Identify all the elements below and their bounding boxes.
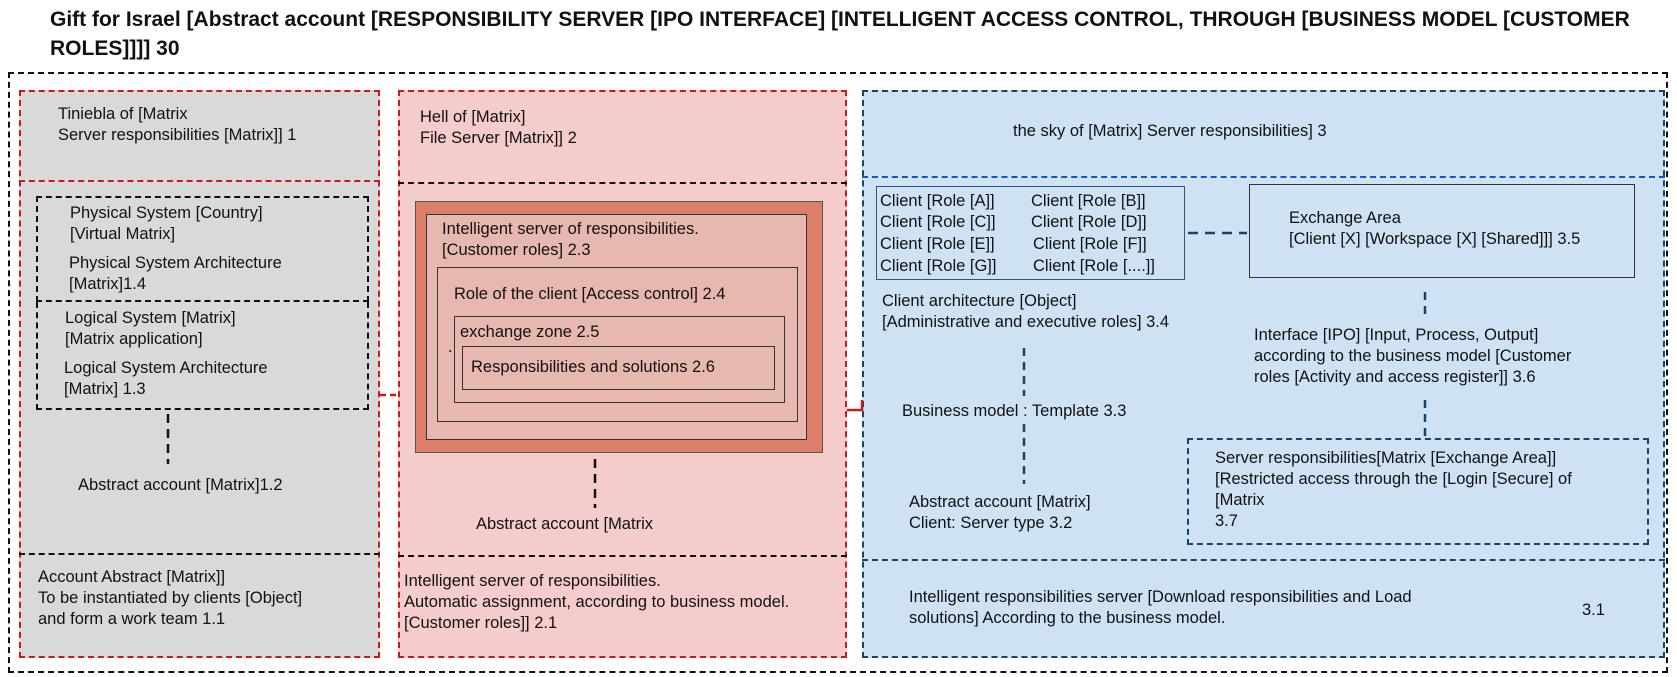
pink-header-divider: [398, 182, 847, 184]
roles-left-2: Client [Role [E]]: [880, 235, 995, 253]
roles-right-2: Client [Role [F]]: [1033, 235, 1147, 253]
roles-right-3: Client [Role [....]]: [1033, 257, 1155, 275]
gray-header-text: Tiniebla of [Matrix Server responsibilit…: [58, 105, 297, 144]
gray-footer-divider: [19, 553, 380, 555]
blue-footer-divider: [862, 559, 1665, 561]
business-model-text: Business model : Template 3.3: [902, 402, 1127, 420]
logical-system-text: Logical System [Matrix] [Matrix applicat…: [65, 309, 236, 348]
roles-right-0: Client [Role [B]]: [1031, 192, 1146, 210]
exchange-zone-text: exchange zone 2.5: [460, 323, 600, 341]
pink-header-text: Hell of [Matrix] File Server [Matrix]] 2: [420, 108, 577, 147]
blue-header-divider: [862, 176, 1665, 178]
client-role-text: Role of the client [Access control] 2.4: [454, 285, 726, 303]
gray-abstract-account: Abstract account [Matrix]1.2: [78, 476, 283, 494]
blue-header-text: the sky of [Matrix] Server responsibilit…: [1013, 122, 1327, 140]
physical-architecture-text: Physical System Architecture [Matrix]1.4: [69, 254, 282, 293]
logical-architecture-text: Logical System Architecture [Matrix] 1.3: [64, 359, 268, 398]
exchange-area-text: Exchange Area [Client [X] [Workspace [X]…: [1289, 209, 1581, 248]
physical-system-box: [36, 196, 369, 302]
gray-panel: [19, 90, 380, 658]
exchange-zone-dot: .: [448, 338, 453, 356]
blue-footer-number: 3.1: [1582, 601, 1605, 619]
responsibilities-text: Responsibilities and solutions 2.6: [471, 358, 715, 376]
roles-left-1: Client [Role [C]]: [880, 213, 996, 231]
physical-system-text: Physical System [Country] [Virtual Matri…: [70, 204, 263, 243]
blue-abstract-account: Abstract account [Matrix] Client: Server…: [909, 493, 1091, 532]
outer-frame: [8, 72, 1668, 673]
roles-right-1: Client [Role [D]]: [1031, 213, 1147, 231]
exchange-zone-box: [454, 316, 785, 403]
roles-left-3: Client [Role [G]]: [880, 257, 997, 275]
server-responsibilities-text: Server responsibilities[Matrix [Exchange…: [1215, 449, 1572, 530]
logical-system-box: [36, 302, 369, 410]
blue-footer-text: Intelligent responsibilities server [Dow…: [909, 588, 1412, 627]
gray-footer-text: Account Abstract [Matrix]] To be instant…: [38, 568, 303, 628]
interface-text: Interface [IPO] [Input, Process, Output]…: [1254, 326, 1572, 386]
client-architecture-text: Client architecture [Object] [Administra…: [882, 292, 1170, 331]
diagram-title: Gift for Israel [Abstract account [RESPO…: [50, 8, 1630, 60]
client-role-box: [437, 267, 798, 422]
server-responsibilities-box: [1187, 438, 1649, 545]
pink-abstract-account: Abstract account [Matrix: [476, 515, 653, 533]
exchange-area-box: [1249, 184, 1635, 278]
responsibilities-box: [462, 346, 775, 390]
gray-header-divider: [19, 180, 380, 182]
roles-left-0: Client [Role [A]]: [880, 192, 995, 210]
intelligent-server-text: Intelligent server of responsibilities. …: [442, 220, 699, 259]
pink-footer-text: Intelligent server of responsibilities. …: [404, 572, 790, 632]
pink-footer-divider: [398, 555, 847, 557]
client-roles-box: [876, 186, 1185, 280]
